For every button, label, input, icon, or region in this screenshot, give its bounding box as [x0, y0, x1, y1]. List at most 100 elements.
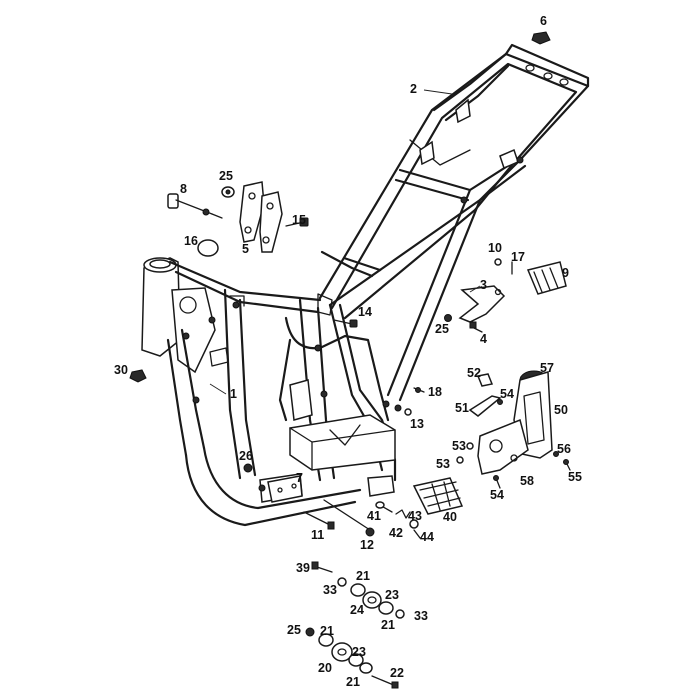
label-40: 40: [443, 510, 457, 524]
label-11: 11: [311, 528, 324, 542]
part-20-spacer: [331, 642, 353, 662]
label-57: 57: [540, 361, 554, 375]
label-26: 26: [239, 449, 253, 463]
part-33-washer-left: [337, 577, 347, 587]
part-9-footpeg-rubber: [526, 261, 567, 295]
part-14-bolt: [333, 319, 358, 328]
part-16-plug: [197, 239, 219, 257]
part-15-bolt: [285, 217, 309, 227]
main-frame: [141, 257, 397, 527]
label-53-bottom: 53: [436, 457, 450, 471]
label-52: 52: [467, 366, 481, 380]
part-11-bolt: [303, 511, 335, 530]
part-40-footpeg: [412, 477, 464, 515]
label-4: 4: [480, 332, 487, 346]
part-25-nut-bottom: [305, 627, 315, 637]
part-10-nut: [494, 258, 502, 266]
part-number-labels: 1 2 3 4 5 6 7 8 9 10 11 12 13 14 15 16 1…: [114, 14, 582, 689]
label-15: 15: [292, 213, 306, 227]
label-8: 8: [180, 182, 187, 196]
part-21-bushing-top: [350, 583, 366, 597]
label-14: 14: [358, 305, 372, 319]
label-55: 55: [568, 470, 582, 484]
part-41-pin: [375, 501, 393, 513]
part-23-bushing-bottom: [348, 653, 364, 667]
part-42-spring: [395, 509, 411, 519]
label-18: 18: [428, 385, 442, 399]
label-25-top: 25: [219, 169, 233, 183]
part-55-bolt: [563, 459, 571, 471]
label-33-left: 33: [323, 583, 337, 597]
label-16: 16: [184, 234, 198, 248]
label-21-mid: 21: [320, 624, 334, 638]
part-4-bolt: [469, 321, 483, 333]
part-8-bolt: [167, 193, 223, 219]
label-20: 20: [318, 661, 332, 675]
part-7-plate: [267, 475, 303, 503]
label-53-top: 53: [452, 439, 466, 453]
label-1: 1: [230, 387, 237, 401]
label-44: 44: [420, 530, 434, 544]
label-12: 12: [360, 538, 374, 552]
part-44-pin: [413, 529, 421, 539]
part-26-nut: [243, 463, 253, 473]
part-6-nut: [531, 31, 551, 45]
part-54-bolt-bottom: [493, 475, 501, 489]
part-24-spacer: [362, 591, 382, 609]
label-43: 43: [408, 509, 422, 523]
part-25-nut-top: [221, 186, 235, 198]
label-39: 39: [296, 561, 310, 575]
label-5: 5: [242, 242, 249, 256]
label-51: 51: [455, 401, 469, 415]
part-33-washer-right: [395, 609, 405, 619]
label-21-bottom: 21: [346, 675, 360, 689]
part-21-bushing-mid: [318, 633, 334, 647]
part-3-bracket: [458, 285, 506, 323]
part-25-nut-mid: [444, 314, 452, 322]
label-25-bottom: 25: [287, 623, 301, 637]
part-12-bolt: [323, 499, 375, 537]
label-21-right: 21: [381, 618, 395, 632]
label-24: 24: [350, 603, 364, 617]
part-39-bolt: [311, 561, 333, 573]
part-54-bolt-top: [497, 399, 503, 405]
label-9: 9: [562, 266, 569, 280]
label-22: 22: [390, 666, 404, 680]
part-23-bushing-top: [378, 601, 394, 615]
part-51-bracket: [468, 395, 502, 417]
part-13-bolt: [394, 404, 412, 416]
label-2: 2: [410, 82, 417, 96]
rear-subframe: [318, 43, 590, 402]
part-56-nut: [553, 451, 559, 457]
label-23-bottom: 23: [352, 645, 366, 659]
label-54-top: 54: [500, 387, 514, 401]
part-43-washer: [409, 519, 419, 529]
label-3: 3: [480, 278, 487, 292]
label-25-mid: 25: [435, 322, 449, 336]
label-56: 56: [557, 442, 571, 456]
label-10: 10: [488, 241, 502, 255]
part-21-bushing-bottom: [359, 662, 373, 674]
label-13: 13: [410, 417, 424, 431]
part-18-bolt: [413, 387, 425, 393]
part-30-nut: [129, 369, 147, 383]
label-42: 42: [389, 526, 403, 540]
part-53-parts: [456, 442, 474, 464]
label-58: 58: [520, 474, 534, 488]
label-21-top: 21: [356, 569, 370, 583]
label-33-right: 33: [414, 609, 428, 623]
label-54-bottom: 54: [490, 488, 504, 502]
label-17: 17: [511, 250, 525, 264]
label-41: 41: [367, 509, 381, 523]
label-6: 6: [540, 14, 547, 28]
label-30: 30: [114, 363, 128, 377]
part-22-bolt: [371, 675, 399, 689]
label-7: 7: [296, 471, 303, 485]
part-52-clip: [476, 373, 494, 387]
leader-lines: [209, 89, 481, 395]
label-50: 50: [554, 403, 568, 417]
part-5-brackets: [239, 181, 283, 253]
part-58-bracket: [477, 418, 529, 475]
label-23-top: 23: [385, 588, 399, 602]
